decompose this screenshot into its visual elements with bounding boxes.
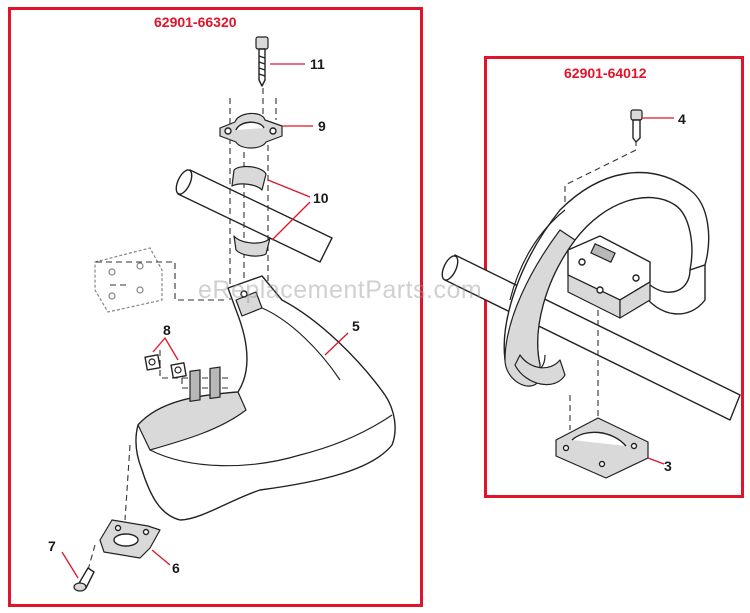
- assembly-lines-left: [87, 78, 277, 571]
- handle-bolt-part-4: [630, 109, 643, 143]
- watermark: eReplacementParts.com: [198, 276, 483, 304]
- callout-11: 11: [310, 56, 325, 72]
- bushing-part-10-lower: [233, 235, 271, 257]
- handle-mount-block: [567, 235, 651, 319]
- callout-10: 10: [313, 190, 329, 206]
- leader-lines: [61, 63, 674, 579]
- nut-part-8-a: [144, 354, 161, 371]
- callout-8: 8: [163, 322, 171, 338]
- callout-4: 4: [678, 111, 686, 127]
- bushing-part-10-upper: [231, 165, 267, 191]
- mount-plate-outline: [94, 247, 163, 313]
- loop-handle: [503, 171, 710, 387]
- nut-part-8-b: [170, 362, 187, 379]
- bolt-part-11: [255, 36, 269, 87]
- callout-5: 5: [352, 318, 360, 334]
- part-number-right: 62901-64012: [564, 65, 647, 81]
- callout-7: 7: [48, 538, 56, 554]
- assembly-frame-left: [8, 7, 423, 607]
- callout-9: 9: [318, 118, 326, 134]
- callout-3: 3: [664, 458, 672, 474]
- shaft-tube-left: [175, 169, 333, 263]
- callout-6: 6: [172, 560, 180, 576]
- screw-part-7: [73, 567, 95, 592]
- guard-part-5: [135, 275, 396, 521]
- part-number-left: 62901-66320: [154, 14, 237, 30]
- clamp-part-9: [219, 112, 283, 149]
- bracket-part-6: [99, 519, 161, 559]
